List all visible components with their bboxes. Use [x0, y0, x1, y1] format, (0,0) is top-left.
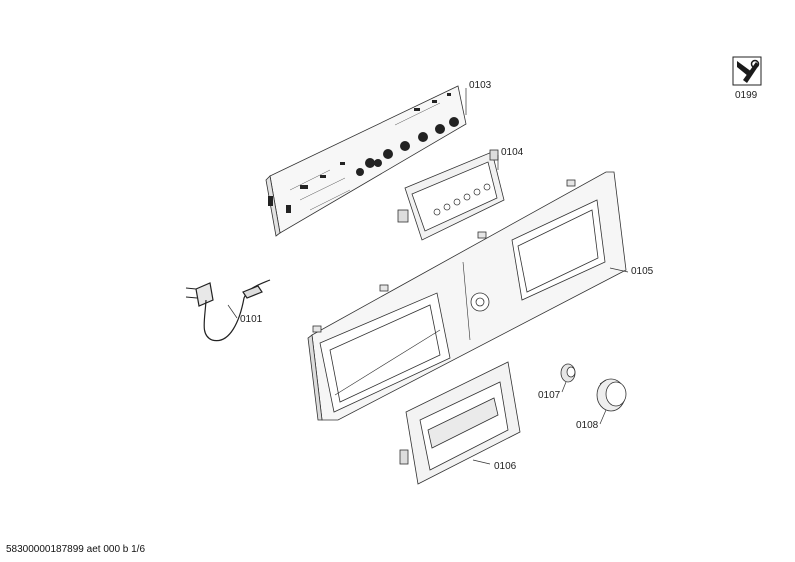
knob-ring-0108[interactable]	[596, 378, 627, 412]
power-cord-0101[interactable]	[185, 279, 271, 342]
label-0199: 0199	[735, 90, 758, 101]
display-module-0104[interactable]	[397, 149, 505, 241]
label-0101: 0101	[240, 314, 263, 325]
knob-insert-0107[interactable]	[560, 363, 576, 383]
service-tool-icon[interactable]	[732, 56, 762, 86]
label-0108: 0108	[576, 420, 599, 431]
fascia-panel-0105[interactable]	[307, 171, 627, 421]
document-id: 58300000187899 aet 000 b 1/6	[6, 544, 146, 555]
control-board-0103[interactable]	[265, 85, 467, 237]
label-0106: 0106	[494, 461, 517, 472]
drawer-handle-0106[interactable]	[399, 361, 521, 485]
label-0107: 0107	[538, 390, 561, 401]
leader-lines	[227, 88, 629, 465]
label-0103: 0103	[469, 80, 492, 91]
label-0104: 0104	[501, 147, 524, 158]
label-0105: 0105	[631, 266, 654, 277]
